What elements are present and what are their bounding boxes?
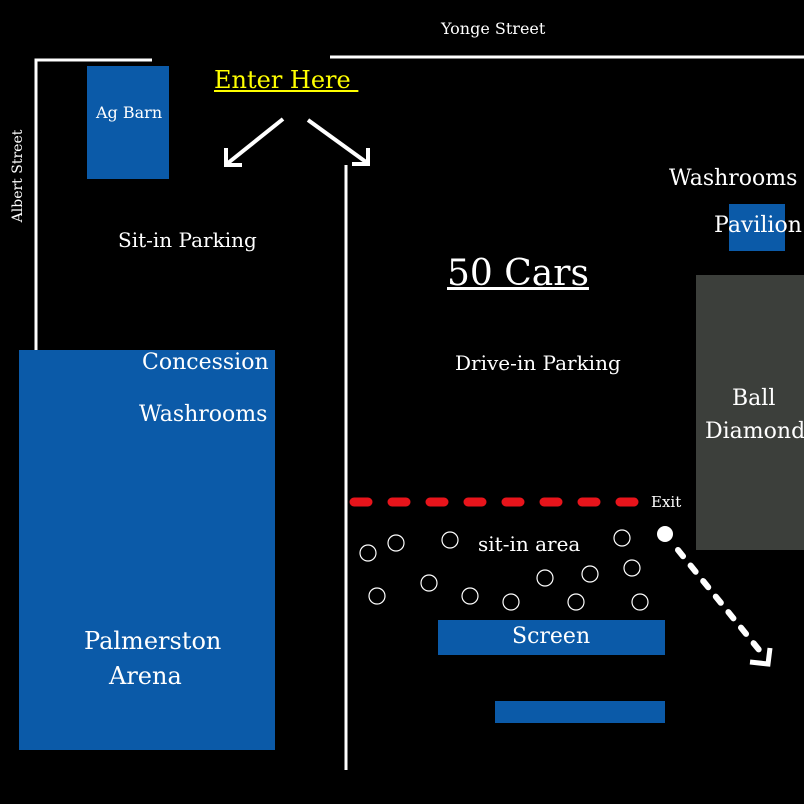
seat <box>536 569 554 587</box>
seat <box>387 534 405 552</box>
seat <box>461 587 479 605</box>
seat <box>359 544 377 562</box>
entry-arrow-left <box>224 117 285 167</box>
seat <box>502 593 520 611</box>
ball-diamond-label-line2: Diamond <box>705 419 804 444</box>
enter-here-label: Enter Here <box>214 66 359 94</box>
seat <box>368 587 386 605</box>
sit-in-seats <box>359 529 649 611</box>
boundary-line-west <box>34 58 152 350</box>
yonge-street-label: Yonge Street <box>441 19 546 38</box>
seat <box>623 559 641 577</box>
concession-label: Concession <box>142 350 269 375</box>
seat <box>581 565 599 583</box>
exit-point <box>657 526 673 542</box>
entry-arrow-right <box>306 118 370 166</box>
seat <box>567 593 585 611</box>
pavilion-building <box>729 204 785 251</box>
palmerston-arena-building <box>19 350 275 750</box>
seat <box>631 593 649 611</box>
screen-label: Screen <box>512 624 591 649</box>
capacity-label: 50 Cars <box>447 253 589 294</box>
exit-route-line <box>675 547 767 659</box>
ag-barn-label: Ag Barn <box>96 103 163 122</box>
drive-in-parking-label: Drive-in Parking <box>455 351 621 375</box>
ag-barn-building <box>87 66 169 179</box>
sit-in-area-label: sit-in area <box>478 532 581 556</box>
seat <box>441 531 459 549</box>
palmerston-arena-label-line1: Palmerston <box>84 627 222 655</box>
seat <box>420 574 438 592</box>
seat <box>613 529 631 547</box>
ball-diamond-area <box>696 275 804 550</box>
sit-in-parking-label: Sit-in Parking <box>118 228 257 252</box>
screen-base <box>495 701 665 723</box>
pavilion-washrooms-label: Washrooms <box>669 166 798 191</box>
arena-washrooms-label: Washrooms <box>139 402 268 427</box>
exit-route-arrowhead <box>749 647 773 667</box>
screen <box>438 620 665 655</box>
albert-street-label: Albert Street <box>10 129 26 223</box>
exit-label: Exit <box>651 493 682 511</box>
pavilion-label: Pavilion <box>714 213 802 238</box>
ball-diamond-label-line1: Ball <box>732 386 776 411</box>
palmerston-arena-label-line2: Arena <box>109 662 182 690</box>
